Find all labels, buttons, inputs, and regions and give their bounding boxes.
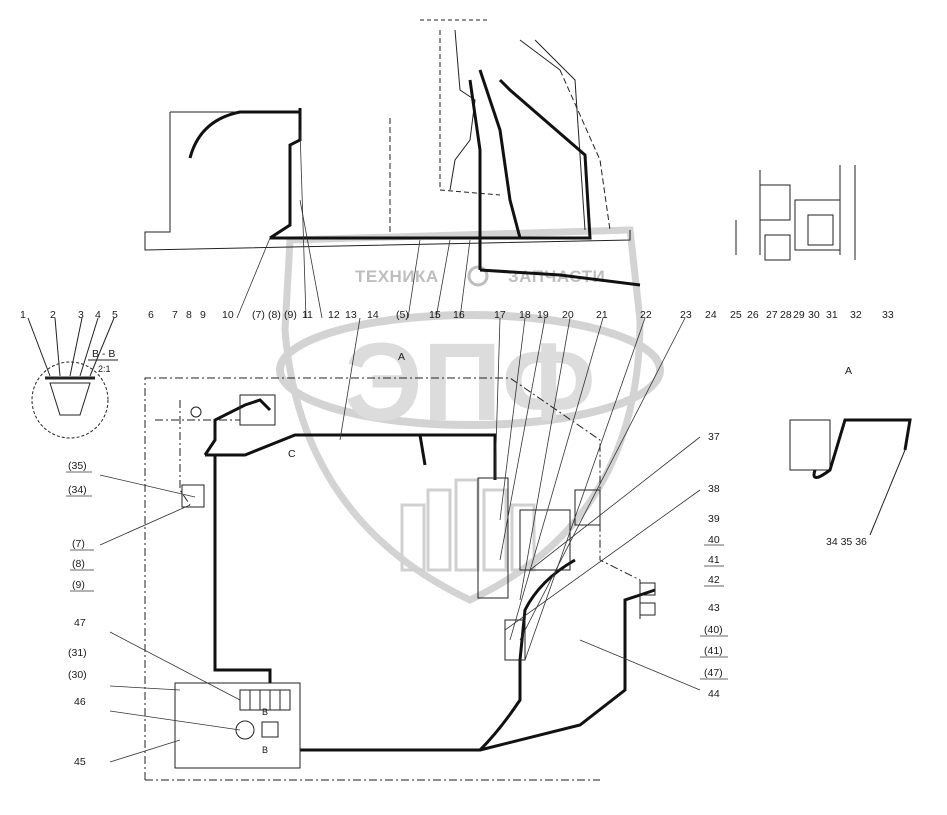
callout-44: 44 <box>708 688 720 700</box>
watermark-brand-left: ТЕХНИКА <box>355 267 439 286</box>
watermark: ЭПФ ТЕХНИКА ЗАПЧАСТИ <box>276 226 664 604</box>
leader-lines <box>99 129 701 763</box>
callout-34-35-36: 34 35 36 <box>826 536 867 548</box>
b-marker-2: B <box>262 745 268 755</box>
callout-22: 22 <box>640 309 652 321</box>
callout-42: 42 <box>708 574 720 586</box>
callout-21: 21 <box>596 309 608 321</box>
b-marker-1: B <box>262 707 268 717</box>
callout-25: 25 <box>730 309 742 321</box>
watermark-brand-right: ЗАПЧАСТИ <box>508 267 605 286</box>
watermark-shield <box>281 226 644 604</box>
callout-8p-top: (8) <box>268 309 281 321</box>
callout-9: 9 <box>200 309 206 321</box>
detail-relay-block <box>735 165 856 261</box>
callout-24: 24 <box>705 309 717 321</box>
callout-15: 15 <box>429 309 441 321</box>
callout-38: 38 <box>708 483 720 495</box>
watermark-barrels <box>400 478 536 572</box>
callout-23: 23 <box>680 309 692 321</box>
callout-40p: (40) <box>704 624 723 636</box>
callout-39: 39 <box>708 513 720 525</box>
callout-20: 20 <box>562 309 574 321</box>
callout-37: 37 <box>708 431 720 443</box>
callout-9p: (9) <box>72 579 85 591</box>
callout-31p: (31) <box>68 647 87 659</box>
callout-30: 30 <box>808 309 820 321</box>
top-harness <box>188 69 641 287</box>
callout-8p: (8) <box>72 558 85 570</box>
callout-3: 3 <box>78 309 84 321</box>
callout-2: 2 <box>50 309 56 321</box>
callout-31: 31 <box>826 309 838 321</box>
section-b-b-detail <box>27 317 115 439</box>
callout-7p-top: (7) <box>252 309 265 321</box>
callout-7p: (7) <box>72 538 85 550</box>
callout-32: 32 <box>850 309 862 321</box>
callout-labels: 1 2 3 4 5 6 7 8 9 10 (7) (8) (9) 11 12 1… <box>20 309 894 768</box>
view-a-detail <box>789 418 912 536</box>
callout-45: 45 <box>74 756 86 768</box>
callout-18: 18 <box>519 309 531 321</box>
watermark-logo-letters: ЭПФ <box>344 321 595 444</box>
main-harness <box>203 398 656 752</box>
watermark-oval <box>276 311 664 429</box>
callout-46: 46 <box>74 696 86 708</box>
view-a-top-label: A <box>398 351 405 363</box>
view-a-detail-label: A <box>845 365 852 377</box>
arrow-c-label: C <box>288 448 296 460</box>
callout-4: 4 <box>95 309 101 321</box>
callout-13: 13 <box>345 309 357 321</box>
callout-11: 11 <box>302 309 313 321</box>
callout-41p: (41) <box>704 645 723 657</box>
cab-outline <box>144 19 631 251</box>
frame-components <box>181 394 656 661</box>
callout-14: 14 <box>367 309 379 321</box>
section-b-b-scale: 2:1 <box>98 364 111 374</box>
callout-26: 26 <box>747 309 759 321</box>
callout-underlines <box>66 471 728 680</box>
vehicle-frame <box>144 377 641 781</box>
callout-1: 1 <box>20 309 26 321</box>
callout-41: 41 <box>708 554 720 566</box>
callout-10: 10 <box>222 309 234 321</box>
section-b-b-label: B - B <box>92 348 115 360</box>
callout-28: 28 <box>780 309 792 321</box>
callout-47: 47 <box>74 617 86 629</box>
callout-7: 7 <box>172 309 178 321</box>
callout-6: 6 <box>148 309 154 321</box>
callout-34p: (34) <box>68 484 87 496</box>
callout-29: 29 <box>793 309 805 321</box>
callout-12: 12 <box>328 309 340 321</box>
callout-30p: (30) <box>68 669 87 681</box>
watermark-gear-icon <box>467 265 489 287</box>
callout-27: 27 <box>766 309 778 321</box>
callout-33: 33 <box>882 309 894 321</box>
callout-43: 43 <box>708 602 720 614</box>
callout-47p: (47) <box>704 667 723 679</box>
callout-8: 8 <box>186 309 192 321</box>
callout-40: 40 <box>708 534 720 546</box>
callout-16: 16 <box>453 309 465 321</box>
callout-19: 19 <box>537 309 549 321</box>
callout-35p: (35) <box>68 460 87 472</box>
callout-17: 17 <box>494 309 506 321</box>
callout-5p: (5) <box>396 309 409 321</box>
control-panel <box>174 682 301 769</box>
callout-9p-top: (9) <box>284 309 297 321</box>
callout-5: 5 <box>112 309 118 321</box>
